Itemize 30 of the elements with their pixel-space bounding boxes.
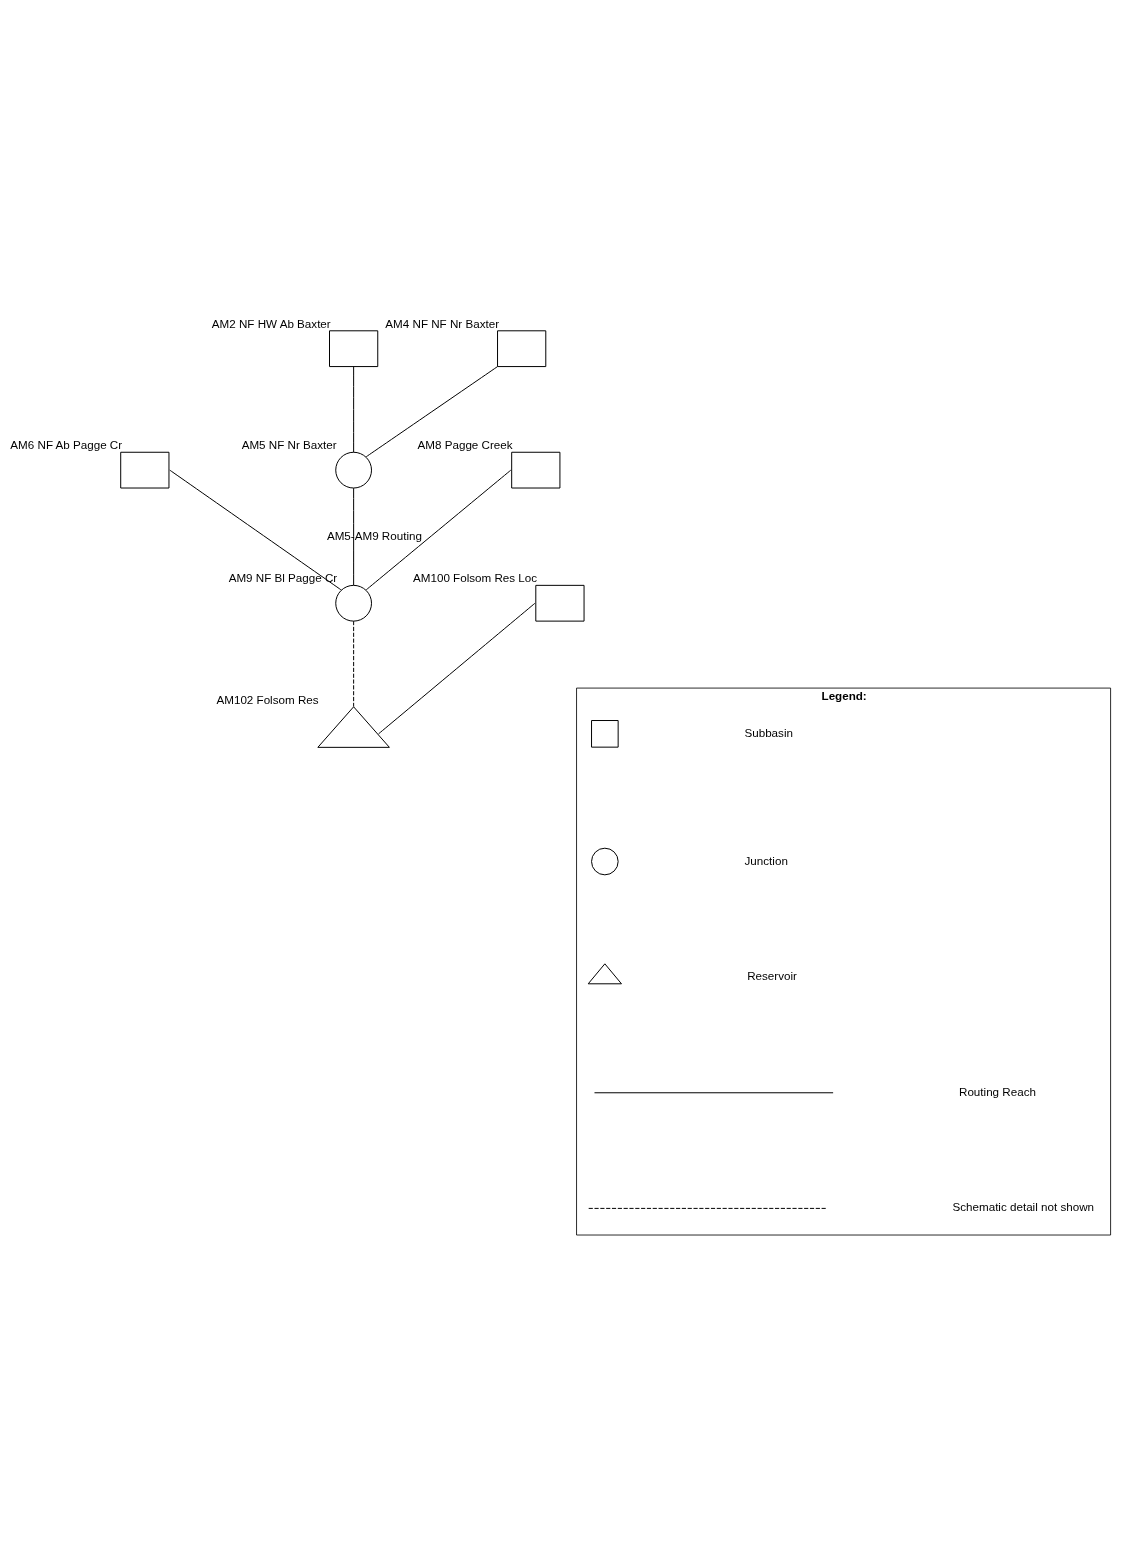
connector — [378, 602, 536, 735]
legend-label: Junction — [744, 853, 788, 867]
legend-label: Schematic detail not shown — [952, 1200, 1095, 1214]
node-box — [329, 330, 379, 368]
node-box — [497, 330, 547, 368]
legend-label: Subbasin — [744, 725, 793, 739]
node-label: AM9 NF Bl Pagge Cr — [228, 571, 338, 585]
node-label: AM8 Pagge Creek — [417, 438, 513, 452]
connector — [365, 366, 499, 458]
node-label: AM102 Folsom Res — [216, 692, 319, 706]
legend-label: Routing Reach — [959, 1084, 1036, 1098]
node-circle — [591, 847, 619, 876]
node-label: AM100 Folsom Res Loc — [413, 571, 538, 585]
node-label: AM4 NF NF Nr Baxter — [385, 316, 500, 330]
connector — [353, 487, 355, 586]
node-circle — [335, 451, 372, 489]
connector — [365, 469, 512, 591]
node-triangle — [587, 963, 622, 985]
node-box — [511, 451, 561, 489]
node-label: AM2 NF HW Ab Baxter — [211, 316, 331, 330]
node-circle — [335, 584, 372, 622]
node-box — [535, 584, 585, 622]
legend-label: Reservoir — [747, 969, 797, 983]
connector — [169, 469, 342, 591]
node-label: AM6 NF Ab Pagge Cr — [10, 438, 123, 452]
connector — [353, 366, 355, 453]
node-box — [120, 451, 170, 489]
node-box — [591, 720, 619, 748]
connector — [353, 620, 355, 708]
node-label: AM5 NF Nr Baxter — [241, 438, 337, 452]
